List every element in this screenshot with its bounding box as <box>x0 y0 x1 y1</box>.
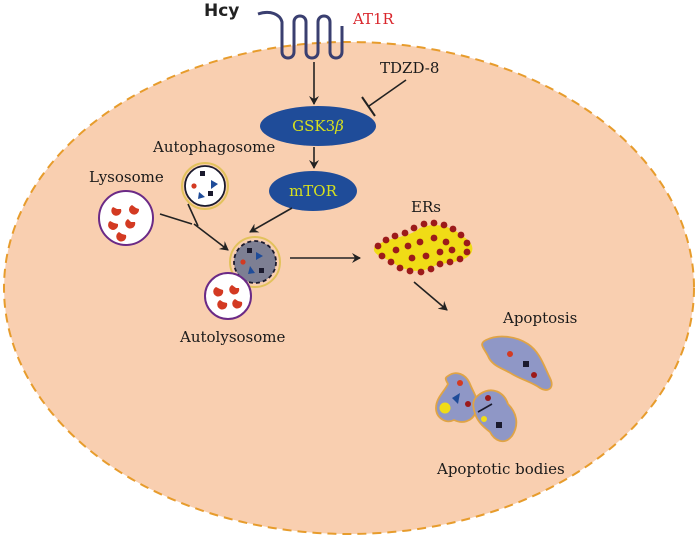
autolysosome-label: Autolysosome <box>179 328 286 346</box>
lysosome <box>98 190 154 246</box>
apoptotic-bodies-label: Apoptotic bodies <box>436 460 565 478</box>
tdzd8-inhibition-bar <box>361 96 376 117</box>
arrow-ers-to-apoptosis <box>413 281 448 311</box>
gsk3b-label: GSK3β <box>292 117 344 135</box>
tdzd8-inhibition-line <box>368 79 407 107</box>
arrow-fusion-to-autolysosome <box>193 223 229 251</box>
autophagosome-label: Autophagosome <box>152 138 275 156</box>
at1r-receptor <box>257 10 344 60</box>
fusion-bracket <box>159 203 199 227</box>
lysosome-label: Lysosome <box>89 168 164 186</box>
autolysosome-lysosome <box>204 272 252 320</box>
cell-body <box>3 41 695 535</box>
arrow-mtor-to-autolysosome <box>249 207 293 233</box>
tdzd8-label: TDZD-8 <box>380 59 439 77</box>
ers-label: ERs <box>411 198 441 216</box>
gsk3b-node <box>260 106 376 146</box>
endoplasmic-reticulum <box>373 219 473 276</box>
hcy-label: Hcy <box>204 1 239 21</box>
mtor-label: mTOR <box>289 182 338 200</box>
gsk3b-label-text: GSK3 <box>292 117 335 135</box>
at1r-label: AT1R <box>352 10 395 28</box>
apoptotic-cell-2 <box>435 372 479 423</box>
apoptotic-cell-3 <box>472 389 518 443</box>
apoptosis-label: Apoptosis <box>502 309 577 327</box>
mtor-node <box>269 171 357 211</box>
gsk3b-label-greek: β <box>334 117 344 135</box>
autophagosome <box>181 162 229 210</box>
apoptotic-cell-1 <box>481 335 553 391</box>
autolysosome <box>229 236 281 288</box>
